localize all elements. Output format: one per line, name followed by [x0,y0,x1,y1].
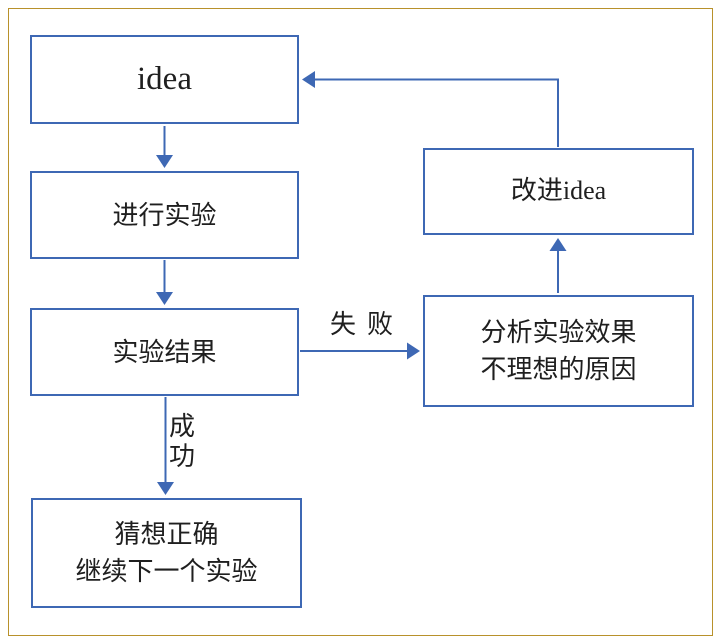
node-analyze-cause: 分析实验效果 不理想的原因 [423,295,694,407]
node-experiment-result: 实验结果 [30,308,299,396]
node-guess-correct: 猜想正确 继续下一个实验 [31,498,302,608]
node-idea: idea [30,35,299,124]
node-run-experiment: 进行实验 [30,171,299,259]
edge-label-success: 成功 [168,411,195,471]
edge-label-failure: 失败 [330,309,405,339]
arrow-improve-idea-to-idea [302,71,559,147]
node-improve-idea: 改进idea [423,148,694,235]
